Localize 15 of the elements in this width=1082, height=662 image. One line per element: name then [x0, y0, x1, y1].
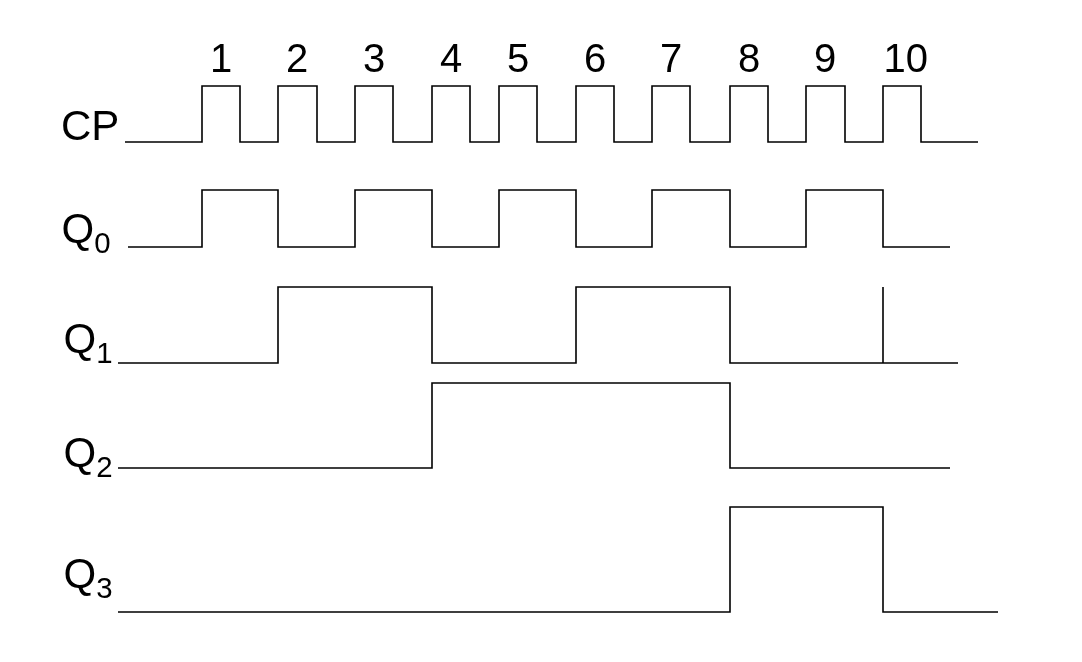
signal-label: CP [61, 105, 120, 147]
pulse-number: 2 [286, 38, 309, 78]
pulse-number: 6 [584, 38, 607, 78]
signal-label: Q$_{1}$ [63, 318, 113, 368]
pulse-number: 10 [883, 38, 928, 78]
pulse-number: 7 [660, 38, 683, 78]
pulse-number: 4 [440, 38, 463, 78]
signal-label: Q$_{0}$ [61, 208, 111, 258]
pulse-number: 1 [210, 38, 233, 78]
pulse-number: 9 [814, 38, 837, 78]
pulse-number: 3 [363, 38, 386, 78]
signal-label: Q$_{2}$ [63, 432, 113, 482]
pulse-number: 8 [738, 38, 761, 78]
pulse-number: 5 [507, 38, 530, 78]
signal-label: Q$_{3}$ [63, 553, 113, 603]
